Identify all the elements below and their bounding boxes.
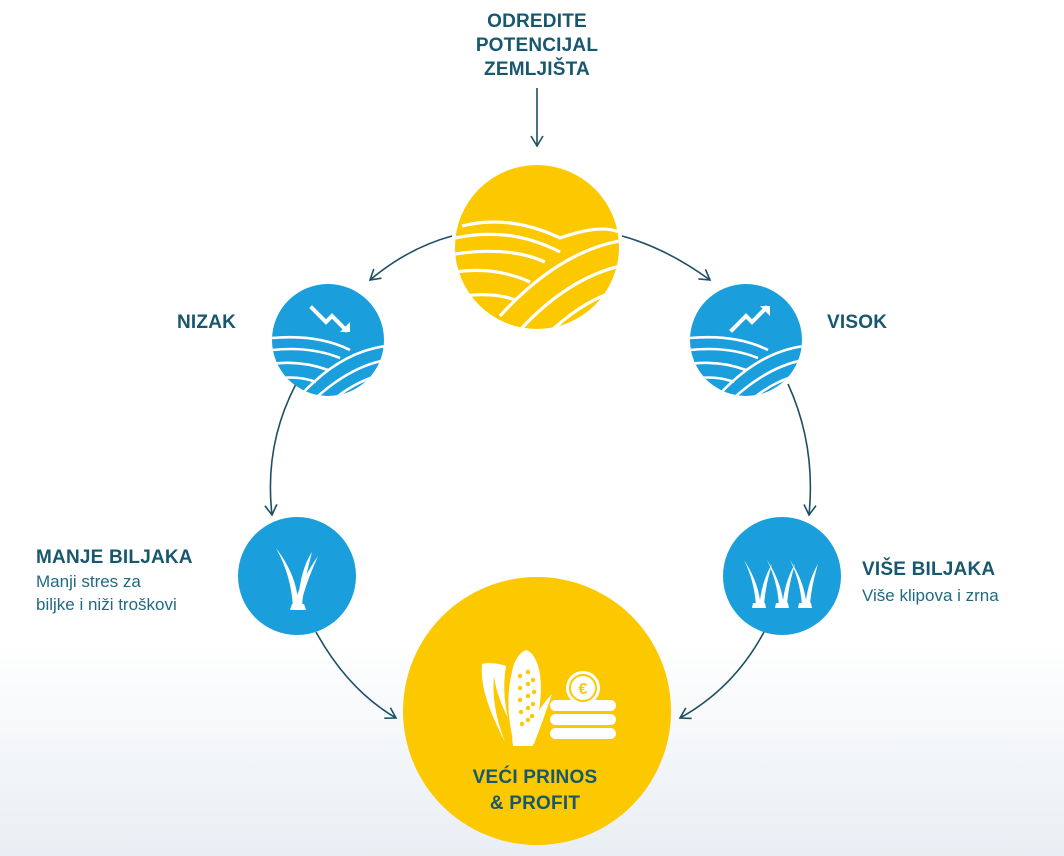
arrow-right-to-center <box>678 631 765 720</box>
more-plants-description: Više klipova i zrna <box>862 586 999 605</box>
more-plants-title: VIŠE BILJAKA <box>862 559 996 580</box>
result-label-line-1: VEĆI PRINOS <box>472 767 598 788</box>
arrow-left-down <box>264 383 297 517</box>
corn-icon <box>481 650 552 746</box>
top-label-line-2: POTENCIJAL <box>475 35 599 56</box>
low-potential-label: NIZAK <box>177 312 237 333</box>
top-step-label: ODREDITE POTENCIJAL ZEMLJIŠTA <box>432 10 642 82</box>
fewer-plants-desc-line-1: Manji stres za <box>36 572 141 591</box>
single-plant-icon <box>238 517 356 635</box>
result-label-line-2: & PROFIT <box>489 793 581 814</box>
top-label-line-1: ODREDITE <box>487 11 587 32</box>
arrow-right-down <box>787 383 817 517</box>
connector-arrows <box>264 88 817 720</box>
arrow-top-to-left <box>368 235 453 282</box>
fewer-plants-description: Manji stres za biljke i niži troškovi <box>36 570 236 616</box>
high-potential-label: VISOK <box>827 312 888 333</box>
fewer-plants-desc-line-2: biljke i niži troškovi <box>36 595 177 614</box>
euro-coins-icon: € <box>550 671 616 739</box>
multiple-plants-icon <box>723 517 841 635</box>
fewer-plants-title: MANJE BILJAKA <box>36 547 193 568</box>
euro-symbol: € <box>579 681 588 698</box>
field-sun-icon <box>455 165 619 329</box>
result-label: VEĆI PRINOS & PROFIT <box>430 765 640 817</box>
arrow-top-to-right <box>621 235 712 281</box>
corn-kernel-pattern <box>517 669 537 727</box>
arrow-left-to-center <box>315 631 398 719</box>
trend-down-field-icon <box>272 284 384 396</box>
trend-up-field-icon <box>690 284 802 396</box>
top-label-line-3: ZEMLJIŠTA <box>484 59 590 80</box>
